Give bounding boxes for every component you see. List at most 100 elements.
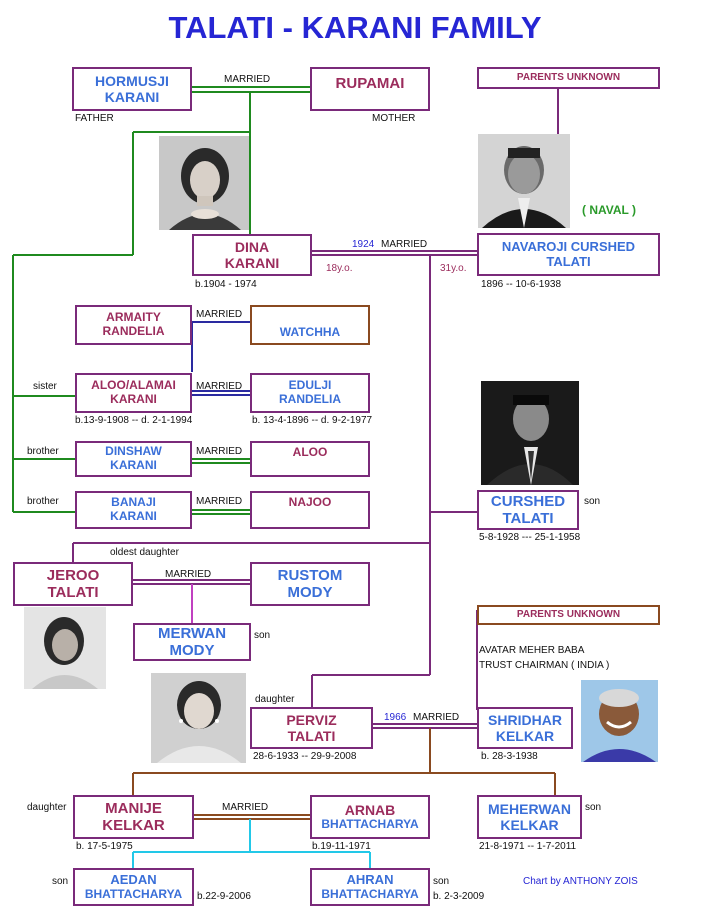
label-son-curshed: son xyxy=(584,496,601,507)
randelia-lines xyxy=(191,321,250,396)
name-line-2: BHATTACHARYA xyxy=(84,886,183,901)
chart-credit: Chart by ANTHONY ZOIS xyxy=(523,876,638,887)
label-daughter-manije: daughter xyxy=(27,802,67,813)
note-trust-chairman: TRUST CHAIRMAN ( INDIA ) xyxy=(479,660,610,671)
label-son-meherwan: son xyxy=(585,802,602,813)
name-line-1: WATCHHA xyxy=(279,325,341,340)
marriage-year-1966: 1966 xyxy=(384,712,407,723)
age-dina: 18y.o. xyxy=(326,263,353,274)
photo-navaroji xyxy=(478,134,570,228)
box-parents-unknown-2: PARENTS UNKNOWN xyxy=(477,605,660,625)
portrait-man-icon xyxy=(478,134,570,228)
portrait-woman-icon xyxy=(159,136,249,230)
dates-aedan: b.22-9-2006 xyxy=(197,891,251,902)
name-line-1: JEROO xyxy=(46,566,100,584)
photo-shridhar xyxy=(581,680,658,762)
person-armaity: ARMAITY RANDELIA xyxy=(75,305,192,345)
name-line-2: KELKAR xyxy=(495,728,555,744)
person-edulji: EDULJI RANDELIA xyxy=(250,373,370,413)
name-line-1: ARMAITY xyxy=(106,310,161,325)
name-line-1: NAVAROJI CURSHED xyxy=(501,238,636,254)
label-naval: ( NAVAL ) xyxy=(582,203,636,217)
dates-ahran: b. 2-3-2009 xyxy=(433,891,485,902)
age-navaroji: 31y.o. xyxy=(440,263,467,274)
label-married-armaity: MARRIED xyxy=(196,309,243,320)
name-line-2: TALATI xyxy=(287,728,336,744)
name-line-1: MERWAN xyxy=(157,624,227,642)
name-line-1: EDULJI xyxy=(288,378,332,393)
person-rustom: RUSTOM MODY xyxy=(250,562,370,606)
marriage-word-1966: MARRIED xyxy=(413,712,460,723)
label-oldest-daughter: oldest daughter xyxy=(110,547,179,558)
label-married-jeroo: MARRIED xyxy=(165,569,212,580)
name-line-1: MANIJE xyxy=(105,799,162,817)
person-aedan: AEDAN BHATTACHARYA xyxy=(73,868,194,906)
name-line-2: RANDELIA xyxy=(102,324,165,338)
name-line-1: PARENTS UNKNOWN xyxy=(516,609,621,621)
person-dina: DINA KARANI xyxy=(192,234,312,276)
name-line-1: CURSHED xyxy=(490,492,566,510)
name-line-1: PERVIZ xyxy=(286,711,337,728)
name-line-1: DINA xyxy=(234,238,270,255)
dates-meherwan: 21-8-1971 -- 1-7-2011 xyxy=(479,841,577,852)
name-line-1: ARNAB xyxy=(344,802,396,819)
person-rupamai: RUPAMAI xyxy=(310,67,430,111)
label-mother: MOTHER xyxy=(372,113,416,124)
dates-navaroji: 1896 -- 10-6-1938 xyxy=(481,279,562,290)
portrait-woman-icon xyxy=(24,607,106,689)
kelkar-lines xyxy=(132,728,556,820)
name-line-1: NAJOO xyxy=(288,495,332,509)
dates-shridhar: b. 28-3-1938 xyxy=(481,751,538,762)
label-married-aloo-alamai: MARRIED xyxy=(196,381,243,392)
name-line-2: KELKAR xyxy=(102,817,165,834)
name-line-2: KARANI xyxy=(104,89,160,105)
person-dinshaw: DINSHAW KARANI xyxy=(75,441,192,477)
person-arnab: ARNAB BHATTACHARYA xyxy=(310,795,430,839)
note-avatar-meher-baba: AVATAR MEHER BABA xyxy=(479,645,585,656)
dates-dina: b.1904 - 1974 xyxy=(195,279,257,290)
photo-curshed xyxy=(481,381,579,485)
name-line-1: AEDAN xyxy=(110,871,157,887)
label-brother-banaji: brother xyxy=(27,496,59,507)
person-shridhar: SHRIDHAR KELKAR xyxy=(477,707,573,749)
person-banaji: BANAJI KARANI xyxy=(75,491,192,529)
person-manije: MANIJE KELKAR xyxy=(73,795,194,839)
name-line-1: PARENTS UNKNOWN xyxy=(516,72,621,84)
label-married-manije: MARRIED xyxy=(222,802,269,813)
label-son-merwan: son xyxy=(254,630,271,641)
name-line-1: HORMUSJI xyxy=(95,72,169,89)
name-line-1: BANAJI xyxy=(111,495,156,510)
name-line-1: MEHERWAN xyxy=(488,800,571,817)
name-line-2: MODY xyxy=(287,584,333,601)
name-line-1: SHRIDHAR xyxy=(488,711,562,728)
name-line-2: TALATI xyxy=(502,510,554,527)
name-line-2: RANDELIA xyxy=(279,392,341,406)
label-married-banaji: MARRIED xyxy=(196,496,243,507)
dates-curshed: 5-8-1928 --- 25-1-1958 xyxy=(479,532,581,543)
label-brother-dinshaw: brother xyxy=(27,446,59,457)
label-father: FATHER xyxy=(75,113,114,124)
person-aloo: ALOO xyxy=(250,441,370,477)
name-line-1: AHRAN xyxy=(346,871,394,887)
person-hormusji: HORMUSJI KARANI xyxy=(72,67,192,111)
name-line-1: RUPAMAI xyxy=(335,75,405,92)
portrait-man-icon xyxy=(581,680,658,762)
person-perviz: PERVIZ TALATI xyxy=(250,707,373,749)
label-son-ahran: son xyxy=(433,876,450,887)
name-line-2: KARANI xyxy=(224,255,280,271)
dates-edulji: b. 13-4-1896 -- d. 9-2-1977 xyxy=(252,415,373,426)
label-son-aedan: son xyxy=(52,876,69,887)
portrait-man-icon xyxy=(481,381,579,485)
person-aloo-alamai: ALOO/ALAMAI KARANI xyxy=(75,373,192,413)
dates-arnab: b.19-11-1971 xyxy=(312,841,371,852)
name-line-2: BHATTACHARYA xyxy=(321,817,419,832)
name-line-2: TALATI xyxy=(47,584,99,601)
name-line-2: TALATI xyxy=(546,253,591,269)
photo-jeroo xyxy=(24,607,106,689)
photo-perviz xyxy=(151,673,246,763)
name-line-2: MODY xyxy=(169,642,215,659)
person-merwan: MERWAN MODY xyxy=(133,623,251,661)
person-curshed: CURSHED TALATI xyxy=(477,490,579,530)
name-line-2: BHATTACHARYA xyxy=(321,886,419,901)
